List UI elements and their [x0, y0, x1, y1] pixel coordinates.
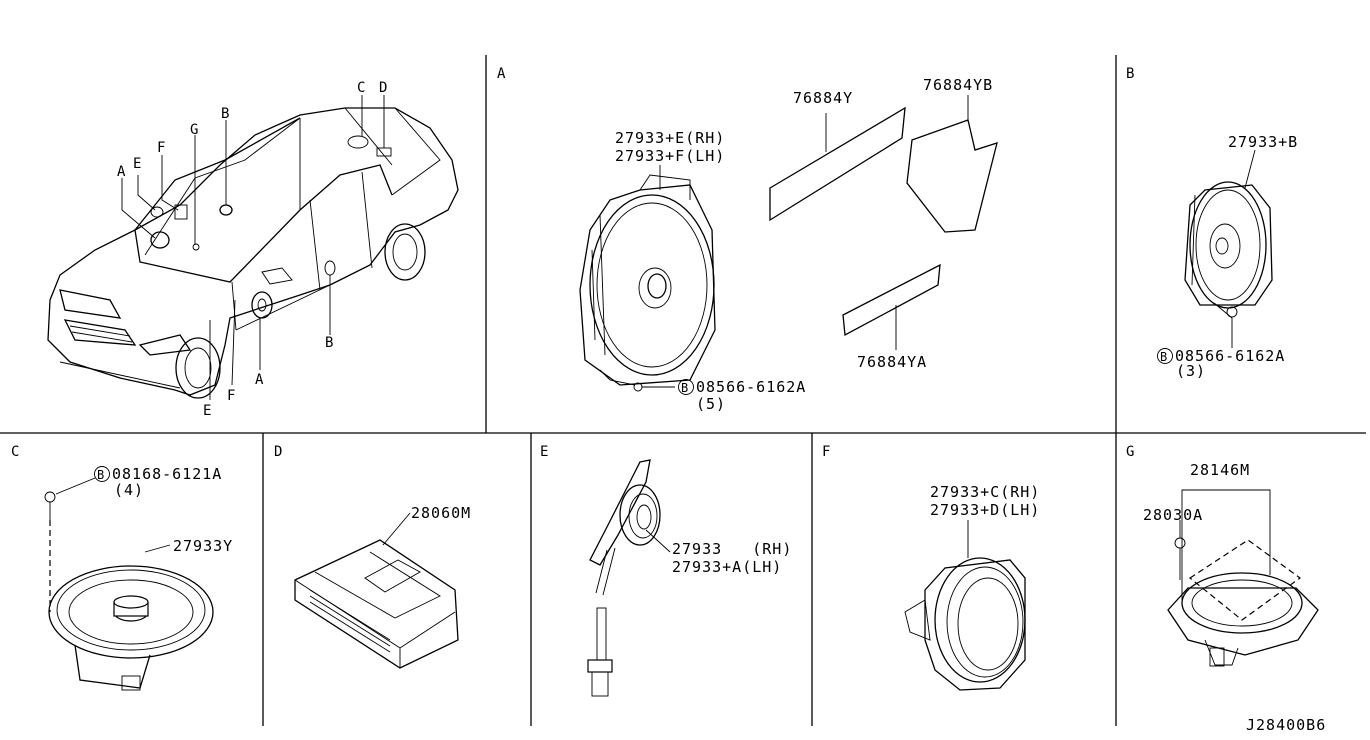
car-callout-e-top: E [133, 156, 141, 172]
panel-g-speaker [1167, 489, 1319, 667]
film-pieces [769, 95, 998, 350]
panel-e-tweeter [587, 459, 671, 697]
bolt-symbol-c: B [94, 466, 110, 482]
car-overview-illustration [47, 95, 459, 400]
part-28146m[interactable]: 28146M [1190, 461, 1250, 479]
bolt-symbol-b: B [1157, 348, 1173, 364]
panel-d-amplifier [294, 512, 459, 669]
part-27933-b[interactable]: 27933+B [1228, 133, 1298, 151]
car-callout-f-bottom: F [227, 388, 235, 404]
car-callout-c: C [357, 80, 365, 96]
section-label-d: D [274, 444, 282, 460]
section-label-c: C [11, 444, 19, 460]
section-label-a: A [497, 66, 506, 82]
part-76884yb[interactable]: 76884YB [923, 76, 993, 94]
section-label-e: E [540, 444, 548, 460]
car-callout-f-top: F [157, 140, 165, 156]
qty-4: (4) [114, 481, 144, 499]
panel-grid [0, 55, 1366, 726]
panel-f-speaker [904, 520, 1026, 691]
part-76884y[interactable]: 76884Y [793, 89, 853, 107]
panel-b-rear-speaker [1184, 149, 1273, 348]
car-callout-a-top: A [117, 164, 126, 180]
part-27933-e-rh[interactable]: 27933+E(RH) [615, 129, 725, 147]
section-label-g: G [1126, 444, 1134, 460]
qty-3: (3) [1176, 362, 1206, 380]
part-08566-6162a-b[interactable]: 08566-6162A [1175, 347, 1285, 365]
svg-text:B: B [681, 381, 688, 395]
car-callout-a-bottom: A [255, 372, 264, 388]
part-27933-d-lh[interactable]: 27933+D(LH) [930, 501, 1040, 519]
part-08168-6121a[interactable]: 08168-6121A [112, 465, 222, 483]
svg-text:B: B [97, 468, 104, 482]
qty-5: (5) [696, 395, 726, 413]
panel-c-speaker [44, 477, 214, 691]
svg-text:B: B [1160, 350, 1167, 364]
bolt-symbol-a: B [678, 379, 694, 395]
part-27933y[interactable]: 27933Y [173, 537, 233, 555]
part-28060m[interactable]: 28060M [411, 504, 471, 522]
car-callout-g-top: G [190, 122, 198, 138]
part-27933-c-rh[interactable]: 27933+C(RH) [930, 483, 1040, 501]
part-08566-6162a-a[interactable]: 08566-6162A [696, 378, 806, 396]
part-28030a[interactable]: 28030A [1143, 506, 1203, 524]
car-callout-b-side: B [325, 335, 333, 351]
part-27933-f-lh[interactable]: 27933+F(LH) [615, 147, 725, 165]
car-callout-d: D [379, 80, 387, 96]
part-27933-rh[interactable]: 27933 (RH) [672, 540, 792, 558]
section-label-f: F [822, 444, 830, 460]
panel-a-door-speaker [579, 165, 716, 392]
car-callout-e-bottom: E [203, 403, 211, 419]
part-27933-a-lh[interactable]: 27933+A(LH) [672, 558, 782, 576]
car-callout-b-top: B [221, 106, 229, 122]
section-label-b: B [1126, 66, 1134, 82]
diagram-id: J28400B6 [1246, 716, 1326, 734]
part-76884ya[interactable]: 76884YA [857, 353, 927, 371]
